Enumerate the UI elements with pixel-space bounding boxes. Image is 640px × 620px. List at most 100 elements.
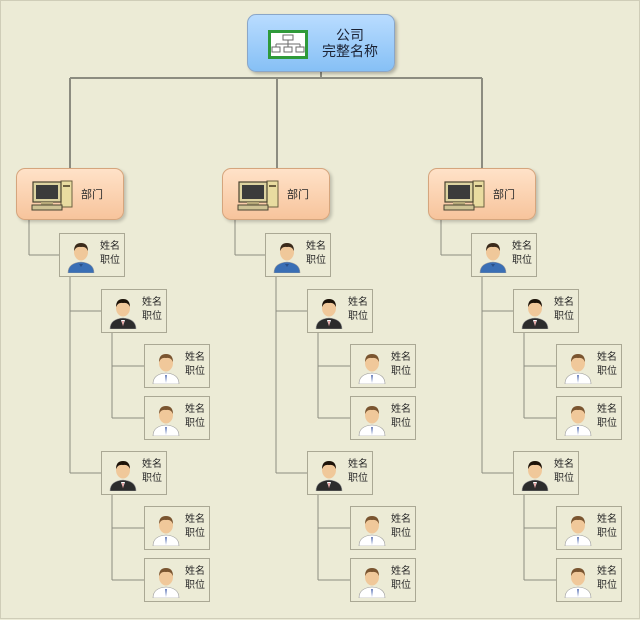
- manager-title: 职位: [554, 473, 574, 484]
- staff-name: 姓名: [185, 404, 205, 415]
- department-label: 部门: [81, 188, 103, 201]
- staff-name: 姓名: [597, 404, 617, 415]
- staff-card[interactable]: 姓名职位: [556, 344, 622, 388]
- org-chart-icon: [268, 30, 308, 59]
- manager-info: 姓名职位: [142, 296, 162, 324]
- computer-icon: [443, 179, 487, 215]
- person-shirt-icon: [151, 350, 181, 388]
- manager-info: 姓名职位: [348, 296, 368, 324]
- staff-info: 姓名职位: [597, 403, 617, 431]
- department-box[interactable]: 部门: [222, 168, 330, 220]
- manager-info: 姓名职位: [348, 458, 368, 486]
- staff-title: 职位: [391, 580, 411, 591]
- person-shirt-icon: [357, 512, 387, 550]
- person-shirt-icon: [151, 564, 181, 602]
- staff-card[interactable]: 姓名职位: [144, 396, 210, 440]
- manager-name: 姓名: [348, 297, 368, 308]
- staff-title: 职位: [185, 418, 205, 429]
- staff-title: 职位: [597, 528, 617, 539]
- company-box[interactable]: 公司 完整名称: [247, 14, 395, 72]
- staff-name: 姓名: [391, 514, 411, 525]
- staff-name: 姓名: [391, 404, 411, 415]
- manager-title: 职位: [142, 473, 162, 484]
- person-suit-icon: [520, 457, 550, 495]
- manager-name: 姓名: [348, 459, 368, 470]
- manager-title: 职位: [554, 311, 574, 322]
- person-suit-icon: [108, 457, 138, 495]
- manager-card[interactable]: 姓名职位: [513, 451, 579, 495]
- person-shirt-icon: [151, 402, 181, 440]
- manager-name: 姓名: [554, 297, 574, 308]
- manager-card[interactable]: 姓名职位: [307, 451, 373, 495]
- person-shirt-icon: [563, 512, 593, 550]
- person-blue-icon: [66, 239, 96, 277]
- staff-card[interactable]: 姓名职位: [350, 558, 416, 602]
- staff-card[interactable]: 姓名职位: [144, 344, 210, 388]
- staff-name: 姓名: [185, 566, 205, 577]
- staff-card[interactable]: 姓名职位: [350, 396, 416, 440]
- staff-card[interactable]: 姓名职位: [144, 558, 210, 602]
- staff-card[interactable]: 姓名职位: [350, 506, 416, 550]
- staff-name: 姓名: [597, 566, 617, 577]
- department-label: 部门: [287, 188, 309, 201]
- person-shirt-icon: [563, 350, 593, 388]
- person-blue-icon: [272, 239, 302, 277]
- staff-card[interactable]: 姓名职位: [556, 506, 622, 550]
- staff-title: 职位: [597, 418, 617, 429]
- department-head-title: 职位: [306, 255, 326, 266]
- staff-info: 姓名职位: [391, 565, 411, 593]
- staff-name: 姓名: [185, 514, 205, 525]
- staff-name: 姓名: [391, 566, 411, 577]
- staff-title: 职位: [185, 366, 205, 377]
- staff-title: 职位: [597, 580, 617, 591]
- staff-info: 姓名职位: [391, 513, 411, 541]
- department-head-card[interactable]: 姓名职位: [59, 233, 125, 277]
- staff-name: 姓名: [597, 352, 617, 363]
- person-blue-icon: [478, 239, 508, 277]
- department-head-card[interactable]: 姓名职位: [471, 233, 537, 277]
- department-head-info: 姓名职位: [512, 240, 532, 268]
- department-head-card[interactable]: 姓名职位: [265, 233, 331, 277]
- person-shirt-icon: [151, 512, 181, 550]
- company-name-line1: 公司: [336, 28, 364, 44]
- manager-card[interactable]: 姓名职位: [513, 289, 579, 333]
- staff-info: 姓名职位: [597, 513, 617, 541]
- company-name: 公司 完整名称: [312, 28, 388, 60]
- manager-name: 姓名: [142, 459, 162, 470]
- manager-title: 职位: [348, 311, 368, 322]
- staff-card[interactable]: 姓名职位: [350, 344, 416, 388]
- department-head-info: 姓名职位: [306, 240, 326, 268]
- staff-card[interactable]: 姓名职位: [556, 396, 622, 440]
- staff-title: 职位: [597, 366, 617, 377]
- staff-title: 职位: [185, 528, 205, 539]
- staff-card[interactable]: 姓名职位: [556, 558, 622, 602]
- manager-title: 职位: [142, 311, 162, 322]
- staff-info: 姓名职位: [391, 403, 411, 431]
- staff-title: 职位: [391, 366, 411, 377]
- staff-name: 姓名: [597, 514, 617, 525]
- department-head-name: 姓名: [306, 241, 326, 252]
- manager-card[interactable]: 姓名职位: [101, 289, 167, 333]
- computer-icon: [31, 179, 75, 215]
- staff-card[interactable]: 姓名职位: [144, 506, 210, 550]
- staff-info: 姓名职位: [185, 513, 205, 541]
- staff-info: 姓名职位: [391, 351, 411, 379]
- computer-icon: [237, 179, 281, 215]
- department-box[interactable]: 部门: [16, 168, 124, 220]
- person-suit-icon: [314, 295, 344, 333]
- staff-title: 职位: [391, 528, 411, 539]
- person-suit-icon: [520, 295, 550, 333]
- manager-name: 姓名: [142, 297, 162, 308]
- manager-card[interactable]: 姓名职位: [307, 289, 373, 333]
- manager-info: 姓名职位: [554, 296, 574, 324]
- staff-info: 姓名职位: [185, 403, 205, 431]
- person-shirt-icon: [357, 350, 387, 388]
- person-suit-icon: [108, 295, 138, 333]
- staff-info: 姓名职位: [597, 565, 617, 593]
- manager-name: 姓名: [554, 459, 574, 470]
- department-box[interactable]: 部门: [428, 168, 536, 220]
- staff-title: 职位: [185, 580, 205, 591]
- staff-name: 姓名: [185, 352, 205, 363]
- manager-card[interactable]: 姓名职位: [101, 451, 167, 495]
- company-name-line2: 完整名称: [322, 44, 378, 60]
